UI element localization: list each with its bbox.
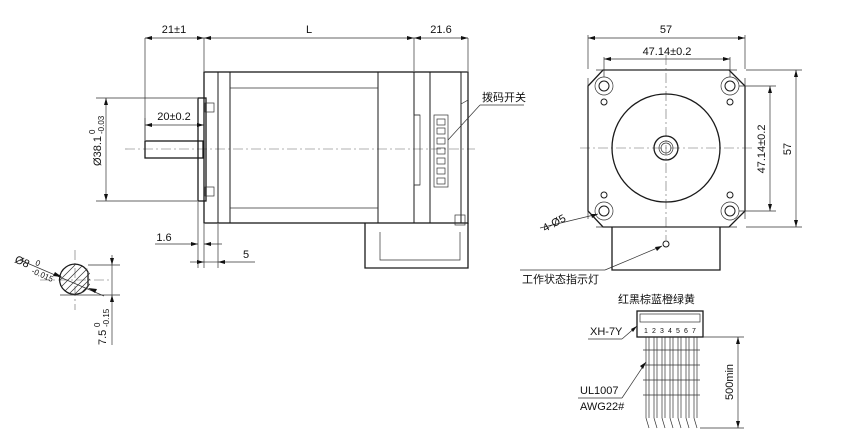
flat-tol-lower: -0.15 — [102, 308, 111, 327]
shaft-section: Ø8 0 -0.015 7.5 0 -0.15 — [13, 250, 120, 345]
pilot-dia-tol-upper: 0 — [88, 129, 97, 134]
boss-dim: 5 — [243, 249, 249, 261]
front-view: 57 47.14±0.2 47.14±0.2 57 4-Ø5 工作状态指示灯 — [520, 24, 802, 286]
driver-length-dim: 21.6 — [430, 24, 451, 36]
pin-number: 6 — [684, 328, 688, 335]
side-view: 21±1 L 21.6 20±0.2 Ø38.1 0 -0.03 — [88, 24, 526, 269]
dip-switch-label: 拨码开关 — [482, 90, 526, 104]
wire-type-label: UL1007 — [580, 385, 619, 397]
lead-length-dim: 500min — [724, 364, 736, 400]
connector-view: 红黑棕蓝橙绿黄 1 2 3 4 5 6 7 — [578, 292, 744, 429]
mount-hole-tl — [594, 76, 614, 96]
hole-spacing-h-dim: 47.14±0.2 — [643, 46, 692, 58]
pin-number: 2 — [652, 328, 656, 335]
wire-colors-label: 红黑棕蓝橙绿黄 — [618, 292, 695, 306]
mount-hole-tr — [720, 76, 740, 96]
mount-hole-br — [720, 201, 740, 221]
flange-height-dim: 57 — [782, 143, 794, 155]
pin-number: 5 — [676, 328, 680, 335]
shaft-dia-tol-lower: -0.015 — [30, 266, 55, 284]
mount-hole-bl — [594, 201, 614, 221]
flange-width-dim: 57 — [660, 24, 672, 36]
pin-number: 7 — [692, 328, 696, 335]
shaft-dia-tol-upper: 0 — [34, 258, 42, 268]
pin-number: 3 — [660, 328, 664, 335]
pilot-dia-tol-lower: -0.03 — [97, 115, 106, 134]
wire-gauge-label: AWG22# — [580, 401, 625, 413]
pin-number: 1 — [644, 328, 648, 335]
flat-tol-upper: 0 — [93, 322, 102, 327]
mount-holes-dim: 4-Ø5 — [541, 213, 568, 235]
wire-bundle — [645, 337, 698, 418]
pin-number: 4 — [668, 328, 672, 335]
pilot-dia-dim: Ø38.1 — [92, 136, 104, 166]
hole-spacing-v-dim: 47.14±0.2 — [756, 125, 768, 174]
pin-numbers: 1 2 3 4 5 6 7 — [644, 328, 696, 335]
flat-dim: 7.5 — [97, 330, 109, 345]
flange-thickness-dim: 1.6 — [156, 232, 171, 244]
status-led-label: 工作状态指示灯 — [522, 272, 599, 286]
pilot-length-dim: 20±0.2 — [157, 111, 191, 123]
connector-type-label: XH-7Y — [590, 326, 623, 338]
body-length-dim: L — [306, 24, 312, 36]
shaft-dia-dim: Ø8 — [13, 254, 31, 271]
shaft-length-dim: 21±1 — [162, 24, 186, 36]
